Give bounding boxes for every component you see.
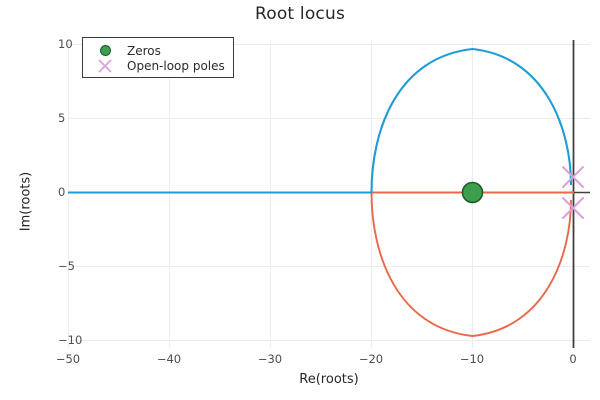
xtick-label: 0 [569, 352, 577, 366]
ytick-label: −5 [58, 259, 75, 273]
legend-item-poles: Open-loop poles [83, 58, 233, 73]
xtick-label: −10 [459, 352, 485, 366]
xtick-label: −40 [156, 352, 182, 366]
legend-item-zeros: Zeros [83, 43, 233, 58]
zeros-marker-icon [83, 45, 127, 56]
ytick-label: 5 [58, 111, 66, 125]
legend: Zeros Open-loop poles [82, 37, 234, 78]
locus-branch-upper-arc [370, 47, 573, 193]
ytick-label: 0 [58, 185, 66, 199]
xtick-label: −20 [358, 352, 384, 366]
y-axis-label: Im(roots) [18, 171, 34, 232]
xtick-label: −30 [257, 352, 283, 366]
plot-area [68, 40, 590, 348]
pole-marker-upper [562, 166, 584, 188]
plot-canvas [68, 40, 590, 348]
locus-branch-lower-arc [370, 192, 572, 337]
chart-title: Root locus [254, 4, 346, 24]
ytick-label: −10 [58, 333, 83, 347]
zero-marker [461, 181, 484, 204]
x-cross-icon [98, 59, 112, 72]
x-axis-label: Re(roots) [299, 372, 359, 387]
ytick-label: 10 [58, 37, 73, 51]
xtick-label: −50 [55, 352, 81, 366]
poles-marker-icon [83, 58, 127, 74]
legend-label: Open-loop poles [127, 58, 225, 73]
legend-label: Zeros [127, 43, 161, 58]
pole-marker-lower [562, 197, 584, 219]
grid-vertical [68, 40, 575, 348]
